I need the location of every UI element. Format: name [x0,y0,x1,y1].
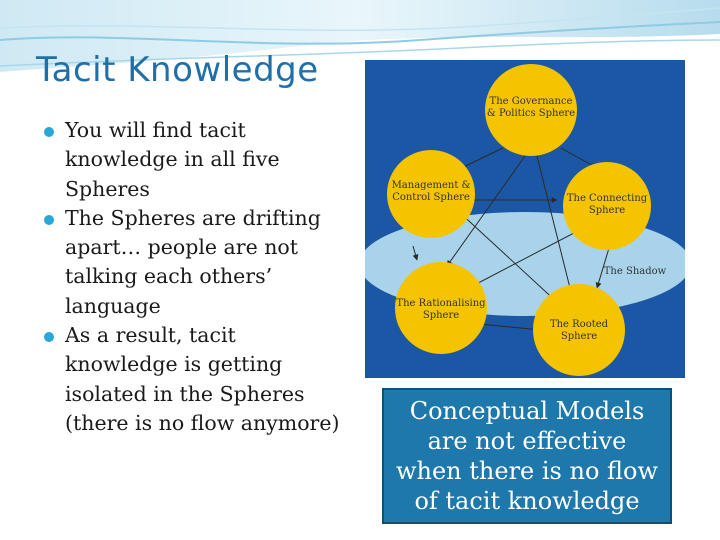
slide-title: Tacit Knowledge [36,50,319,90]
bullet-text: As a result, tacit knowledge is getting … [65,323,339,435]
sphere-label: Sphere [589,205,625,216]
bullet-list: You will find tacit knowledge in all fiv… [44,116,344,438]
bullet-dot-icon [44,332,54,342]
caption-text: Conceptual Models are not effective when… [394,396,660,516]
sphere-label: & Politics Sphere [487,108,575,119]
bullet-item: The Spheres are drifting apart… people a… [44,204,344,321]
caption-box: Conceptual Models are not effective when… [382,388,672,524]
bullet-dot-icon [44,215,54,225]
bullet-dot-icon [44,127,54,137]
sphere-label: Sphere [423,310,459,321]
sphere-rooted: The Rooted Sphere [533,284,625,376]
sphere-label: The Rooted [550,319,609,330]
sphere-label: The Governance [490,96,573,107]
sphere-label: The Connecting [567,193,648,204]
bullet-item: As a result, tacit knowledge is getting … [44,321,344,438]
bullet-text: The Spheres are drifting apart… people a… [65,206,321,318]
spheres-diagram: The Governance & Politics Sphere Managem… [365,60,685,378]
sphere-rationalising: The Rationalising Sphere [395,262,487,354]
sphere-label: Control Sphere [392,192,470,203]
bullet-text: You will find tacit knowledge in all fiv… [65,118,280,201]
shadow-label: The Shadow [604,266,667,277]
sphere-label: Management & [392,180,471,191]
sphere-management: Management & Control Sphere [387,150,475,238]
sphere-label: The Rationalising [396,298,486,309]
sphere-label: Sphere [561,331,597,342]
sphere-governance: The Governance & Politics Sphere [485,64,577,156]
sphere-connecting: The Connecting Sphere [563,162,651,250]
bullet-item: You will find tacit knowledge in all fiv… [44,116,344,204]
